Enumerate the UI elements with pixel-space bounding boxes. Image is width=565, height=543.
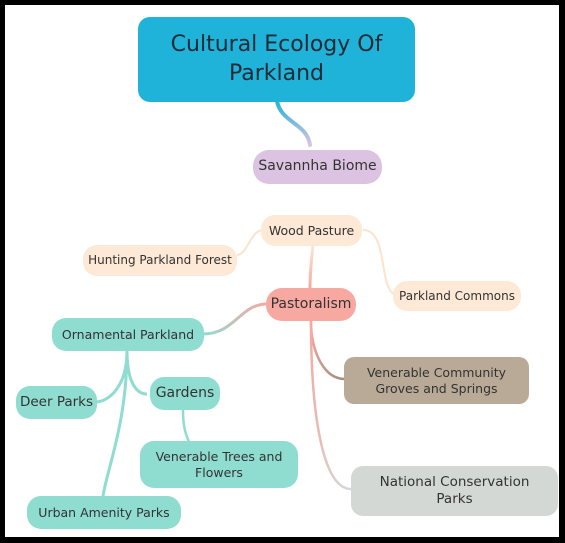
node-venerable-community-groves-label: Venerable Community Groves and Springs: [366, 364, 507, 396]
link-pastoralism-national: [309, 320, 352, 491]
link-woodpasture-commons: [362, 229, 399, 296]
node-wood-pasture[interactable]: Wood Pasture: [261, 215, 362, 246]
node-deer-parks[interactable]: Deer Parks: [16, 386, 97, 419]
connector-lines: [94, 99, 399, 498]
node-savanna-biome[interactable]: Savannha Biome: [253, 150, 382, 184]
node-gardens-label: Gardens: [155, 384, 215, 401]
node-pastoralism-label: Pastoralism: [270, 295, 352, 312]
node-venerable-trees-and-flowers-label: Venerable Trees and Flowers: [155, 448, 283, 480]
link-ornamental-gardens: [125, 350, 148, 396]
node-ornamental-parkland[interactable]: Ornamental Parkland: [52, 318, 204, 351]
node-national-conservation-parks-label: National Conservation Parks: [379, 474, 530, 507]
link-gardens-venerabletrees: [181, 409, 191, 443]
link-ornamental-urban: [101, 350, 129, 498]
root-topic[interactable]: Cultural Ecology Of Parkland: [138, 17, 415, 102]
node-savanna-biome-label: Savannha Biome: [258, 158, 377, 175]
node-parkland-commons-label: Parkland Commons: [399, 288, 515, 303]
node-parkland-commons[interactable]: Parkland Commons: [393, 281, 521, 311]
node-deer-parks-label: Deer Parks: [19, 394, 94, 411]
mind-map-canvas: Cultural Ecology Of Parkland Savannha Bi…: [5, 5, 559, 537]
node-venerable-trees-and-flowers[interactable]: Venerable Trees and Flowers: [140, 441, 298, 488]
link-pastoralism-ornamental: [202, 302, 268, 336]
link-ornamental-deerparks: [94, 350, 129, 404]
link-woodpasture-hunting: [236, 229, 264, 256]
node-pastoralism[interactable]: Pastoralism: [266, 288, 356, 321]
node-urban-amenity-parks-label: Urban Amenity Parks: [38, 504, 170, 520]
link-root-savanna: [275, 99, 312, 147]
root-topic-label: Cultural Ecology Of Parkland: [170, 32, 383, 86]
node-wood-pasture-label: Wood Pasture: [268, 222, 355, 238]
node-gardens[interactable]: Gardens: [150, 377, 220, 410]
node-urban-amenity-parks[interactable]: Urban Amenity Parks: [27, 496, 181, 529]
link-woodpasture-pastoralism: [308, 244, 315, 289]
node-ornamental-parkland-label: Ornamental Parkland: [61, 326, 195, 342]
node-hunting-parkland-forest-label: Hunting Parkland Forest: [88, 253, 232, 267]
node-national-conservation-parks[interactable]: National Conservation Parks: [351, 466, 558, 516]
link-pastoralism-groves: [309, 320, 346, 381]
node-venerable-community-groves[interactable]: Venerable Community Groves and Springs: [344, 357, 529, 404]
node-hunting-parkland-forest[interactable]: Hunting Parkland Forest: [83, 245, 237, 276]
